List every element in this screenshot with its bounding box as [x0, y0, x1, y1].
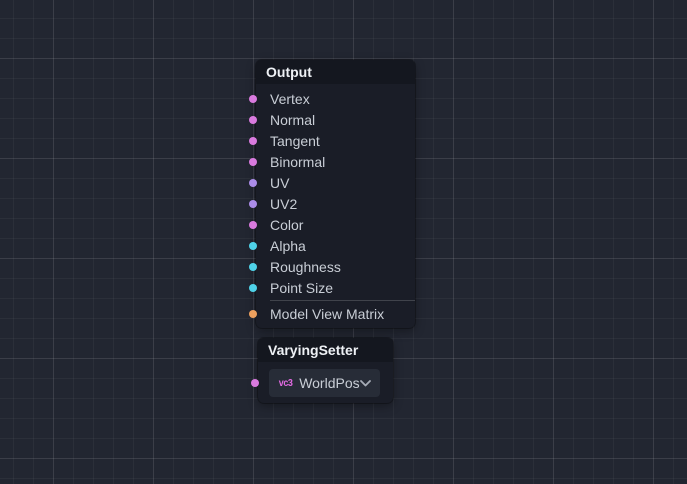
node-output[interactable]: Output Vertex Normal Tangent Binormal UV: [249, 60, 415, 328]
port-label: UV: [270, 174, 290, 191]
node-output-title: Output: [266, 64, 312, 80]
port-row: Color: [249, 214, 415, 235]
port-label: Normal: [270, 111, 316, 128]
input-port-dot[interactable]: [249, 136, 257, 145]
port-label: Model View Matrix: [270, 305, 385, 322]
node-varyingsetter-body: vc3 WorldPos: [251, 362, 393, 403]
port-row: Tangent: [249, 130, 415, 151]
input-port-dot[interactable]: [251, 379, 259, 387]
input-port-dot[interactable]: [249, 309, 257, 318]
port-row: Alpha: [249, 235, 415, 256]
port-row: Normal: [249, 109, 415, 130]
input-port-dot[interactable]: [249, 199, 257, 208]
port-label: Alpha: [270, 237, 306, 254]
input-port-dot[interactable]: [249, 115, 257, 124]
node-output-body: Vertex Normal Tangent Binormal UV UV2: [249, 84, 415, 328]
port-label: Point Size: [270, 279, 334, 296]
port-label: Roughness: [270, 258, 341, 275]
port-label: Binormal: [270, 153, 326, 170]
port-row: Point Size: [249, 277, 415, 298]
port-row: Binormal: [249, 151, 415, 172]
chevron-down-icon: [360, 379, 371, 387]
ports-divider: [270, 300, 415, 301]
node-varyingsetter[interactable]: VaryingSetter vc3 WorldPos: [251, 338, 393, 403]
port-row: UV2: [249, 193, 415, 214]
input-port-dot[interactable]: [249, 157, 257, 166]
port-label: UV2: [270, 195, 298, 212]
node-varyingsetter-header[interactable]: VaryingSetter: [258, 338, 393, 362]
node-varyingsetter-title: VaryingSetter: [268, 342, 359, 358]
varying-select[interactable]: vc3 WorldPos: [269, 369, 380, 397]
port-label: Tangent: [270, 132, 320, 149]
port-row: Model View Matrix: [249, 303, 415, 324]
port-label: Color: [270, 216, 304, 233]
input-port-dot[interactable]: [249, 178, 257, 187]
input-port-dot[interactable]: [249, 220, 257, 229]
input-port-dot[interactable]: [249, 283, 257, 292]
input-port-dot[interactable]: [249, 241, 257, 250]
port-row: Roughness: [249, 256, 415, 277]
port-row: UV: [249, 172, 415, 193]
port-label: Vertex: [270, 90, 310, 107]
input-port-dot[interactable]: [249, 94, 257, 103]
input-port-dot[interactable]: [249, 262, 257, 271]
port-row: Vertex: [249, 88, 415, 109]
varying-select-value: WorldPos: [299, 375, 360, 391]
vec3-type-icon: vc3: [278, 377, 293, 389]
node-output-header[interactable]: Output: [256, 60, 415, 84]
